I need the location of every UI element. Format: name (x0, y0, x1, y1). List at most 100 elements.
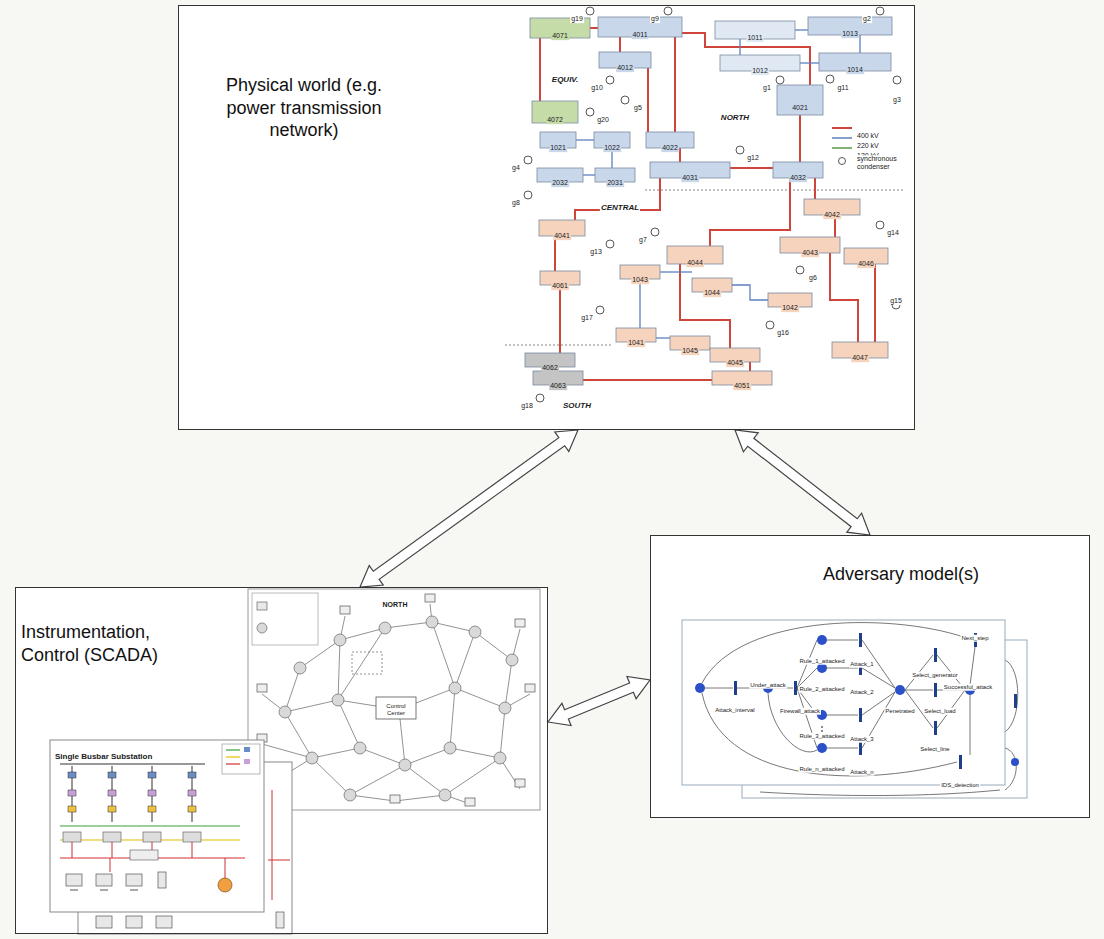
bus-label: 1013 (841, 30, 859, 38)
generator-symbol-part (586, 7, 594, 15)
petri-net-part-part (695, 683, 705, 693)
generator-label: g5 (633, 104, 643, 112)
generator-symbol-part (524, 191, 532, 199)
busbar-part (777, 85, 823, 115)
substation-drawing-part-part (156, 916, 172, 928)
petri-net-part (702, 623, 975, 776)
scada-network-part (376, 697, 416, 719)
busbar-part (532, 101, 578, 123)
generator-symbol-part (524, 156, 532, 164)
line-400kv-part (559, 285, 561, 353)
scada-network-part-part (338, 700, 360, 748)
generator-label: g1 (762, 84, 772, 92)
petri-net-part-part (705, 688, 733, 689)
bus-label: 1021 (549, 144, 567, 152)
petri-net-part-part (702, 693, 957, 776)
substation-drawing-part (130, 850, 158, 860)
double-arrow (548, 677, 650, 726)
substation-drawing-part-part (110, 858, 111, 872)
double-arrow (735, 430, 870, 535)
generator-symbol-part (766, 321, 774, 329)
busbar (525, 17, 892, 385)
panel-ground (15, 5, 1090, 934)
generator-label: g4 (511, 164, 521, 172)
bus-label: 2032 (551, 179, 569, 187)
scada-network-part-part (334, 634, 346, 646)
region-label: SOUTH (562, 402, 592, 411)
generator-label: g6 (808, 274, 818, 282)
line-220kv-part (660, 271, 692, 272)
scada-box-label: Control Center (377, 704, 415, 717)
generator-symbol-part (606, 76, 614, 84)
generator-symbol-part (536, 394, 544, 402)
bus-label: 4062 (541, 364, 559, 372)
scada-network-part-part (455, 688, 505, 708)
box-title: Instrumentation, Control (SCADA) (21, 621, 191, 666)
generator-symbol-part (796, 266, 804, 274)
substation-drawing-part-part (63, 832, 81, 842)
petri-net-part-part (821, 730, 823, 732)
region-divider-part (505, 345, 612, 346)
petri-net-part-part (859, 741, 862, 755)
panel-ground-part (650, 535, 1090, 818)
petri-net-part-part (768, 693, 817, 752)
petri-label: Rule_2_attacked (798, 686, 845, 693)
line-400kv-part (674, 37, 676, 132)
petri-net-part (1011, 758, 1019, 766)
petri-net-part-part (794, 681, 797, 695)
generator-symbol (524, 7, 901, 402)
substation-drawing-part-part (68, 772, 76, 778)
scada-network-part (252, 593, 318, 645)
petri-label: Successful_attack (943, 684, 993, 691)
petri-label: Under_attack (749, 682, 787, 689)
bus-label: 1043 (631, 276, 649, 284)
bus-label: 4031 (681, 174, 699, 182)
generator-label: g19 (570, 15, 584, 23)
petri-label: Attack_2 (849, 689, 874, 696)
generator-label: g13 (589, 248, 603, 256)
generator-label: g17 (580, 314, 594, 322)
scada-network-part (257, 602, 267, 610)
scada-network-part-part (439, 789, 451, 801)
scada-network-part-part (338, 640, 340, 700)
line-400kv (540, 28, 875, 380)
petri-net-part-part (895, 685, 905, 695)
substation-drawing-part (63, 832, 201, 842)
legend-text: synchronous condenser (856, 156, 910, 171)
generator-symbol-part (826, 75, 834, 83)
petri-net-part-part (905, 690, 933, 691)
bus-label: 4051 (733, 382, 751, 390)
line-400kv-part (682, 33, 810, 85)
bus-label: 1042 (781, 304, 799, 312)
line-220kv-part (795, 29, 808, 30)
substation-drawing-part-part (60, 764, 205, 765)
box-title: Physical world (e.g. power transmission … (209, 74, 399, 142)
petri-label: IDS_detection (940, 782, 980, 789)
scada-network-part-part (400, 719, 405, 765)
scada-network-part-part (450, 688, 455, 748)
scada-label: NORTH (382, 601, 409, 609)
scada-network-part (352, 652, 382, 674)
scada-network-part-part (285, 668, 300, 712)
substation-drawing-part-part (68, 790, 76, 796)
substation-drawing-part-part (188, 806, 196, 812)
scada-network-part-part (395, 795, 445, 801)
line-400kv-part (539, 38, 541, 101)
double-arrow (360, 430, 578, 587)
line-400kv-part (730, 167, 773, 169)
scada-network-part (257, 594, 535, 806)
petri-net-part (734, 633, 977, 769)
line-400kv-part (583, 379, 712, 381)
substation-drawing-part-part (126, 916, 142, 928)
scada-network-part-part (354, 742, 366, 754)
generator-symbol-part (893, 76, 901, 84)
substation-drawing-part-part (188, 772, 196, 778)
substation-drawing-part-part (276, 912, 284, 928)
petri-net-part (682, 620, 1005, 785)
generator-label: g9 (650, 15, 660, 23)
generator-label: g12 (746, 154, 760, 162)
bus-label: 4061 (551, 282, 569, 290)
scada-network-part-part (469, 626, 481, 638)
substation-drawing-part-part (126, 874, 142, 886)
